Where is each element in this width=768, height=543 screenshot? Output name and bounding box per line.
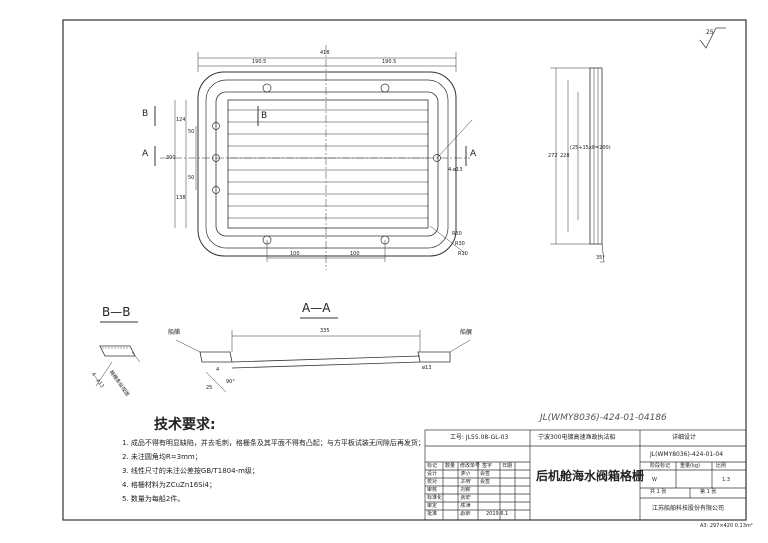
section-marker-b-left: B [142,109,149,119]
tb-role: 校对 [427,479,438,485]
tb-role: 设计 [427,471,438,477]
tech-req-item: 4. 格栅材料为ZCuZn16Si4； [122,481,217,489]
tb-design-stage: 详细设计 [672,434,697,441]
tb-signature: 陈涛 [460,503,471,509]
section-label-bb: B—B [102,305,131,319]
label-bow: 船艏 [168,329,181,336]
dim-side-inner: 228 [560,153,570,159]
label-stern: 船艉 [460,329,473,336]
tb-date: 2019.6.1 [486,511,509,517]
tb-header: 日期 [502,463,513,469]
tb-role: 批准 [427,511,438,517]
roughness-symbol [699,27,726,49]
dim-section-a: 25 [206,385,213,391]
drawing-border [62,19,747,521]
dim-r-a: R50 [452,231,462,237]
tb-format-note: A3: 297×420 0.13m² [700,523,753,529]
dim-r-b: R30 [455,241,465,247]
tb-role: 审核 [427,487,438,493]
dim-side-note: (25+15x8=200) [570,145,611,151]
section-marker-b-right: B [261,111,268,121]
tb-sheet-total: 共 1 张 [650,489,667,495]
tech-req-item: 1. 成品不得有明显缺陷，并去毛刺，格栅条及其平面不得有凸起；与方平板试装无间隙… [122,439,425,447]
tech-req-title: 技术要求: [154,417,216,433]
dim-hole-span-right: 100 [350,251,360,257]
dim-overall-width: 418 [320,50,330,56]
tb-approval: 会签 [480,479,491,485]
tb-header: 修改单号 [460,463,481,469]
tb-signature: 王明 [460,479,471,485]
dim-r-c: R10 [458,251,468,257]
side-view [550,67,605,263]
tb-signature: 赵新 [460,511,471,517]
tb-drawing-no: JL(WMY8036)-424-01-04 [650,451,724,458]
dim-hole-span-left: 100 [290,251,300,257]
tb-header: 签字 [482,463,493,469]
tech-req-item: 2. 未注圆角均R=3mm； [122,453,202,461]
tb-header: 数量 [445,463,456,469]
tb-stage-label: 阶段标记 [650,463,671,469]
title-block-frame [424,429,747,521]
dim-left-bottom: 138 [176,195,186,201]
dim-pitch-bottom: 50 [188,175,195,181]
dim-section-length: 335 [320,328,330,334]
tb-stage-value: W [652,477,657,483]
dim-pitch-top: 50 [188,129,195,135]
tb-company: 江苏船舶科技股份有限公司 [652,505,725,512]
tb-project: 宁波300电镀高速渔政执法船 [538,434,616,441]
dim-side-outer: 272 [548,153,558,159]
dim-angle: 35° [596,255,605,261]
section-bb [95,321,141,387]
tech-req-item: 3. 线性尺寸的未注公差按GB/T1804-m级； [122,467,259,475]
tb-work-no: 工号: JL55.08-GL-03 [450,434,509,441]
roughness-value: 25 [706,29,714,36]
tb-stage-value: 1:3 [722,477,731,483]
dim-left-top: 124 [176,117,186,123]
section-marker-a-left: A [142,149,149,159]
tb-signature: 张宏 [460,495,471,501]
tech-req-item: 5. 数量为每船2件。 [122,495,185,503]
tb-role: 标准化 [427,495,443,501]
tb-signature: 李小 [460,471,471,477]
tb-stage-label: 比例 [716,463,727,469]
dim-half-right: 190.5 [382,59,397,65]
tb-sheet-no: 第 1 张 [700,489,717,495]
plan-view [154,45,473,270]
dim-section-c: 4 [216,367,220,373]
dim-hole-callout: 4-ø13 [448,167,463,173]
section-label-aa: A—A [302,301,331,315]
dim-section-b: 90° [226,379,235,385]
section-aa [175,317,471,393]
tb-header: 标记 [427,463,438,469]
section-marker-a-right: A [470,149,477,159]
dim-half-left: 190.5 [252,59,267,65]
dim-section-fillet: ø13 [422,365,432,371]
tb-approval: 会签 [480,471,491,477]
tb-stage-label: 重量(kg) [680,463,700,469]
handwritten-note: JL(WMY8036)-424-01-04186 [540,413,667,423]
dim-left-overall: 300 [166,155,176,161]
tb-role: 审定 [427,503,438,509]
tb-signature: 刘毅 [460,487,471,493]
tb-part-name: 后机舱海水阀箱格栅 [536,469,645,483]
